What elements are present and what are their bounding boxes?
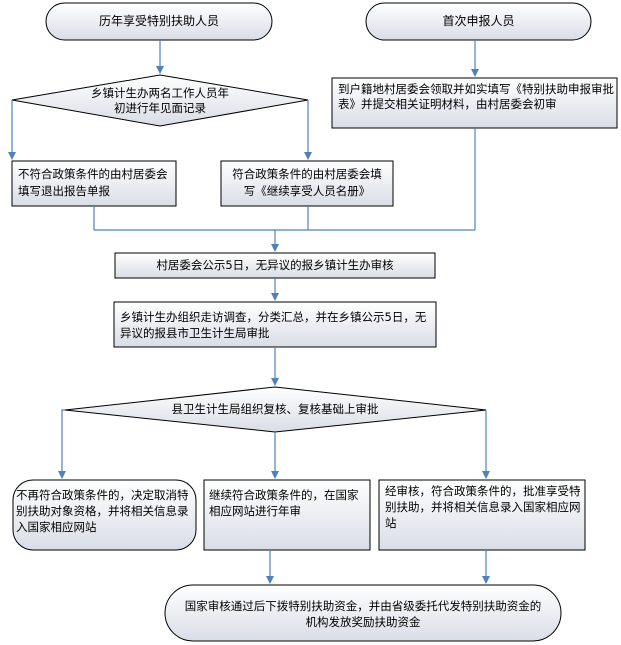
node-township-visit-shape xyxy=(11,74,309,127)
node-village-publicity: 村居委会公示5日，无异议的报乡镇计生办审核 xyxy=(156,258,394,272)
node-existing-recipients-shape xyxy=(45,2,273,41)
node-cancel-qualification: 不再符合政策条件的，决定取消特别扶助对象资格，并将相关信息录入国家相应网站 xyxy=(16,488,189,534)
node-township-visit: 乡镇计生办两名工作人员年初进行年见面记录 xyxy=(91,86,229,115)
node-cancel-qualification-shape xyxy=(12,479,197,551)
node-fund-allocation: 国家审核通过后下拨特别扶助资金，并由省级委托代发特别扶助资金的机构发放奖励扶助资… xyxy=(184,599,542,629)
node-continue-annual-review: 继续符合政策条件的，在国家相应网站进行年审 xyxy=(209,488,359,518)
connector-approval-to-cancel xyxy=(58,409,66,479)
node-eligible-village: 符合政策条件的由村居委会填写《继续享受人员名册》 xyxy=(232,167,382,198)
node-first-applicants: 首次申报人员 xyxy=(442,14,515,28)
node-not-eligible-village-shape xyxy=(11,160,177,207)
node-existing-recipients: 历年享受特别扶助人员 xyxy=(98,14,219,28)
node-eligible-village-shape xyxy=(220,160,394,207)
node-township-review: 乡镇计生办组织走访调查，分类汇总，并在乡镇公示5日，无异议的报县市卫生计生局审批 xyxy=(120,310,427,340)
node-approved-new: 经审核，符合政策条件的，批准享受特别扶助，并将相关信息录入国家相应网站 xyxy=(385,484,581,530)
node-apply-at-village: 到户籍地村居委会领取并如实填写《特别扶助申报审批表》并提交相关证明材料，由村居委… xyxy=(338,82,614,111)
node-not-eligible-village: 不符合政策条件的由村居委会填写退出报告单报 xyxy=(18,167,168,198)
node-county-approval: 县卫生计生局组织复核、复核基础上审批 xyxy=(171,402,379,416)
node-fund-allocation-shape xyxy=(164,584,562,642)
node-approved-new-shape xyxy=(378,479,586,551)
node-first-applicants-shape xyxy=(365,2,592,41)
node-village-publicity-shape xyxy=(114,252,436,279)
node-apply-at-village-shape xyxy=(331,77,618,129)
node-township-review-shape xyxy=(113,301,437,348)
node-continue-annual-review-shape xyxy=(203,479,371,551)
